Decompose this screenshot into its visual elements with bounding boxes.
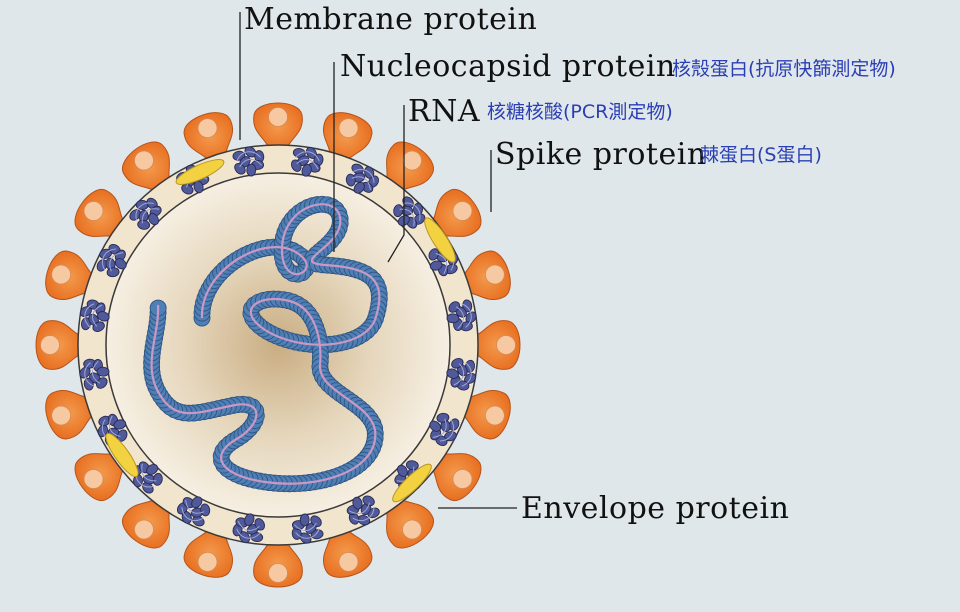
membrane-protein <box>345 163 379 194</box>
leader-lines <box>239 12 517 509</box>
spike-protein <box>74 452 126 501</box>
spike-protein <box>322 528 373 578</box>
envelope-proteins <box>105 159 456 503</box>
envelope-protein <box>392 463 432 503</box>
membrane-protein <box>232 513 265 544</box>
membrane-protein <box>429 412 460 446</box>
spike-protein <box>430 452 482 501</box>
spike-protein <box>461 389 511 440</box>
membrane-protein <box>446 299 477 332</box>
spike-protein <box>74 189 126 238</box>
membrane-protein <box>96 244 127 278</box>
membrane-protein-label: Membrane protein <box>244 2 538 37</box>
membrane-protein <box>129 197 162 230</box>
spike-protein <box>45 389 95 440</box>
membrane-protein <box>79 299 110 332</box>
membrane-protein <box>79 358 110 391</box>
spike-protein <box>473 320 521 370</box>
membrane-protein <box>177 496 211 527</box>
nucleocapsid-protein-label: Nucleocapsid protein <box>340 49 676 84</box>
membrane-protein <box>291 146 324 177</box>
nucleocapsid-protein-zh-label: 核殼蛋白(抗原快篩測定物) <box>672 58 896 80</box>
spike-protein <box>430 189 482 238</box>
membrane-protein <box>130 461 163 494</box>
spike-protein <box>253 102 303 150</box>
rna-label: RNA <box>408 94 481 129</box>
spike-protein <box>183 528 234 578</box>
spike-protein-label: Spike protein <box>495 137 707 172</box>
envelope-protein <box>175 159 225 185</box>
spike-proteins <box>35 102 521 588</box>
spike-protein <box>385 497 434 549</box>
membrane-protein <box>232 146 265 177</box>
spike-protein <box>461 250 511 301</box>
spike-protein <box>122 497 171 549</box>
spike-protein <box>253 540 303 588</box>
spike-protein <box>45 250 95 301</box>
membrane-protein <box>446 358 477 391</box>
envelope-protein <box>424 217 456 263</box>
leader-rna <box>387 105 405 263</box>
spike-protein <box>322 112 373 162</box>
envelope-protein-label: Envelope protein <box>521 491 790 526</box>
spike-protein <box>183 112 234 162</box>
membrane-protein <box>291 513 324 544</box>
spike-protein-zh-label: 棘蛋白(S蛋白) <box>700 144 822 166</box>
rna-zh-label: 核糖核酸(PCR測定物) <box>487 101 673 123</box>
envelope-protein <box>105 432 139 478</box>
membrane-proteins <box>79 146 477 544</box>
membrane-protein <box>346 495 380 526</box>
rna-strand <box>143 195 388 493</box>
spike-protein <box>385 141 434 193</box>
spike-protein <box>122 141 171 193</box>
spike-protein <box>35 320 83 370</box>
